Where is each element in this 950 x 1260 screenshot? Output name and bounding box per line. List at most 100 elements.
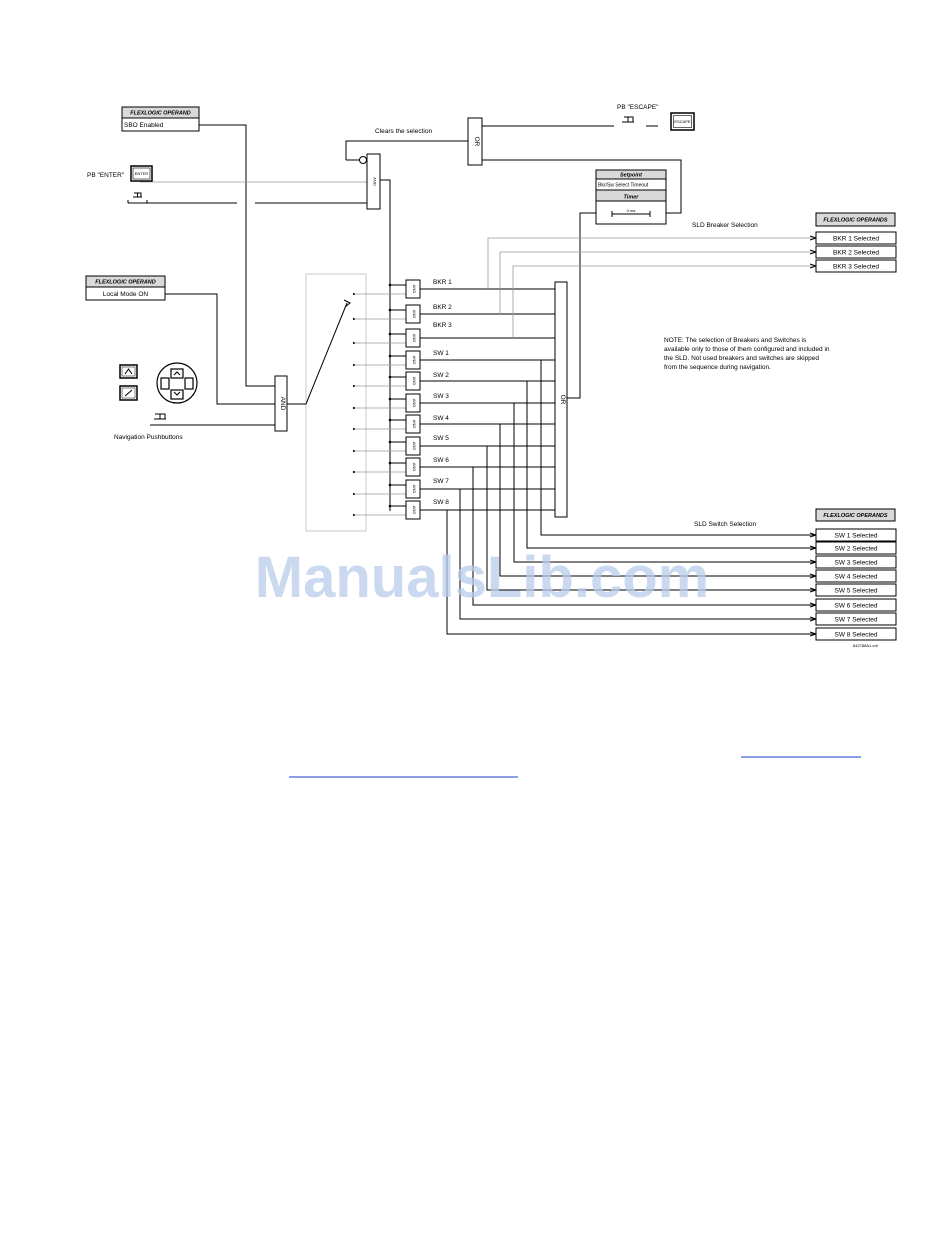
switch-output-1: SW 1 Selected: [835, 533, 878, 540]
and-gate-bkr-1-label: AND: [412, 285, 417, 294]
switch-operands-header-box: [815, 508, 896, 522]
switch-output-5: SW 5 Selected: [835, 588, 878, 595]
input-label-sw-4: SW 4: [433, 415, 449, 422]
note-line-3: the SLD. Not used breakers and switches …: [664, 355, 819, 362]
local-mode-label: Local Mode ON: [103, 291, 148, 298]
and-gate-bkr-1: [405, 279, 421, 299]
escape-key-inner: [673, 115, 692, 128]
switch-output-box-1: [815, 528, 897, 542]
timer-box: [595, 200, 667, 225]
and-gate-sw-3-label: AND: [412, 399, 417, 408]
and-gate-sw-2-label: AND: [412, 377, 417, 386]
enter-key-inner: [132, 167, 151, 180]
and-gate-bkr-3-label: AND: [412, 334, 417, 343]
and-gate-bkr-2: [405, 304, 421, 324]
and-gate-sw-7-label: AND: [412, 485, 417, 494]
and-gate-local: [274, 375, 288, 432]
and-gate-sw-8-label: AND: [412, 506, 417, 515]
channel-and-gates: AND BKR 1 AND BKR 2 AND BKR 3 AND SW 1 AND SW 2 AN…: [354, 279, 452, 520]
local-operand-header: FLEXLOGIC OPERAND: [95, 280, 156, 286]
switch-output-4: SW 4 Selected: [835, 574, 878, 581]
clears-selection-label: Clears the selection: [375, 128, 432, 135]
and-gate-sw-6-label: AND: [412, 463, 417, 472]
switch-output-box-5: [815, 583, 897, 597]
input-label-sw-6: SW 6: [433, 457, 449, 464]
or-gate-selection: [554, 281, 568, 518]
selector-contacts: [352, 283, 392, 517]
input-label-sw-1: SW 1: [433, 350, 449, 357]
breaker-operands-header-box: [815, 212, 896, 227]
sbo-operand-header: FLEXLOGIC OPERAND: [130, 111, 191, 117]
switch-output-3: SW 3 Selected: [835, 560, 878, 567]
escape-key-text: ESCAPE: [674, 119, 691, 124]
and-gate-sw-6: [405, 457, 421, 477]
switch-output-box-8: [815, 627, 897, 641]
switch-output-2: SW 2 Selected: [835, 546, 878, 553]
switch-output-box-6: [815, 598, 897, 612]
note-text: NOTE: The selection of Breakers and Swit…: [664, 337, 830, 371]
note-line-4: from the sequence during navigation.: [664, 364, 771, 371]
input-label-sw-3: SW 3: [433, 393, 449, 400]
breaker-selection-caption: SLD Breaker Selection: [692, 222, 758, 229]
switch-output-6: SW 6 Selected: [835, 603, 878, 610]
switch-output-box-7: [815, 612, 897, 626]
switch-output-box-4: [815, 569, 897, 583]
switch-output-7: SW 7 Selected: [835, 617, 878, 624]
and-gate-sw-4-label: AND: [412, 420, 417, 429]
switch-output-operands: SW 1 Selected SW 2 Selected SW 3 SelectedS…: [815, 528, 897, 641]
wiring: [127, 116, 818, 637]
pb-enter-label: PB "ENTER": [87, 172, 125, 179]
switch-output-box-3: [815, 555, 897, 569]
sbo-enabled-label: SBO Enabled: [124, 122, 164, 129]
breaker-output-box-2: [815, 245, 897, 259]
and-gate-sw-1: [405, 350, 421, 370]
and-gate-sw-5-label: AND: [412, 442, 417, 451]
or-gate-selection-label: OR: [559, 395, 566, 405]
drawing-id: 842788A1.cdr: [853, 643, 879, 648]
setpoint-header: Setpoint: [620, 173, 643, 179]
sbo-operand-box: [121, 117, 200, 132]
and-gate-sw-4: [405, 414, 421, 434]
breaker-output-2: BKR 2 Selected: [833, 250, 879, 257]
and-gate-sw-7: [405, 479, 421, 499]
and-gate-sw-1-label: AND: [412, 356, 417, 365]
switch-selection-caption: SLD Switch Selection: [694, 521, 757, 528]
or-gate-clear-label: OR: [473, 137, 480, 147]
note-line-1: NOTE: The selection of Breakers and Swit…: [664, 337, 807, 344]
and-gate-enter-label: AND: [373, 177, 378, 186]
pb-escape-label: PB "ESCAPE": [617, 104, 659, 111]
watermark: ManualsLib.com: [255, 545, 709, 610]
and-gate-bkr-3: [405, 328, 421, 348]
switch-output-box-2: [815, 541, 897, 555]
timer-value: 0 ms: [627, 208, 636, 213]
and-gate-bkr-2-label: AND: [412, 310, 417, 319]
and-gate-sw-3: [405, 393, 421, 413]
input-label-sw-8: SW 8: [433, 499, 449, 506]
switch-output-8: SW 8 Selected: [835, 632, 878, 639]
note-line-2: available only to those of them configur…: [664, 346, 830, 353]
and-gate-enter: [366, 153, 381, 210]
or-gate-clear: [467, 117, 483, 166]
breaker-output-3: BKR 3 Selected: [833, 264, 879, 271]
setpoint-name: Bkr/Sw Select Timeout: [598, 183, 649, 189]
input-label-sw-2: SW 2: [433, 372, 449, 379]
breaker-output-box-3: [815, 259, 897, 273]
input-label-bkr-3: BKR 3: [433, 322, 452, 329]
navigation-pushbuttons-label: Navigation Pushbuttons: [114, 434, 183, 441]
timer-header: Timer: [624, 195, 640, 201]
breaker-output-1: BKR 1 Selected: [833, 236, 879, 243]
breaker-operands-header: FLEXLOGIC OPERANDS: [823, 218, 888, 224]
input-label-sw-7: SW 7: [433, 478, 449, 485]
and-gate-sw-8: [405, 500, 421, 520]
input-label-bkr-1: BKR 1: [433, 279, 452, 286]
input-label-bkr-2: BKR 2: [433, 304, 452, 311]
navigation-keypad-icon: [119, 362, 198, 404]
and-gate-local-label: AND: [279, 397, 286, 411]
breaker-output-box-1: [815, 231, 897, 245]
input-label-sw-5: SW 5: [433, 435, 449, 442]
enter-key-text: ENTER: [135, 171, 149, 176]
local-operand-box: [85, 286, 166, 301]
and-gate-sw-5: [405, 436, 421, 456]
